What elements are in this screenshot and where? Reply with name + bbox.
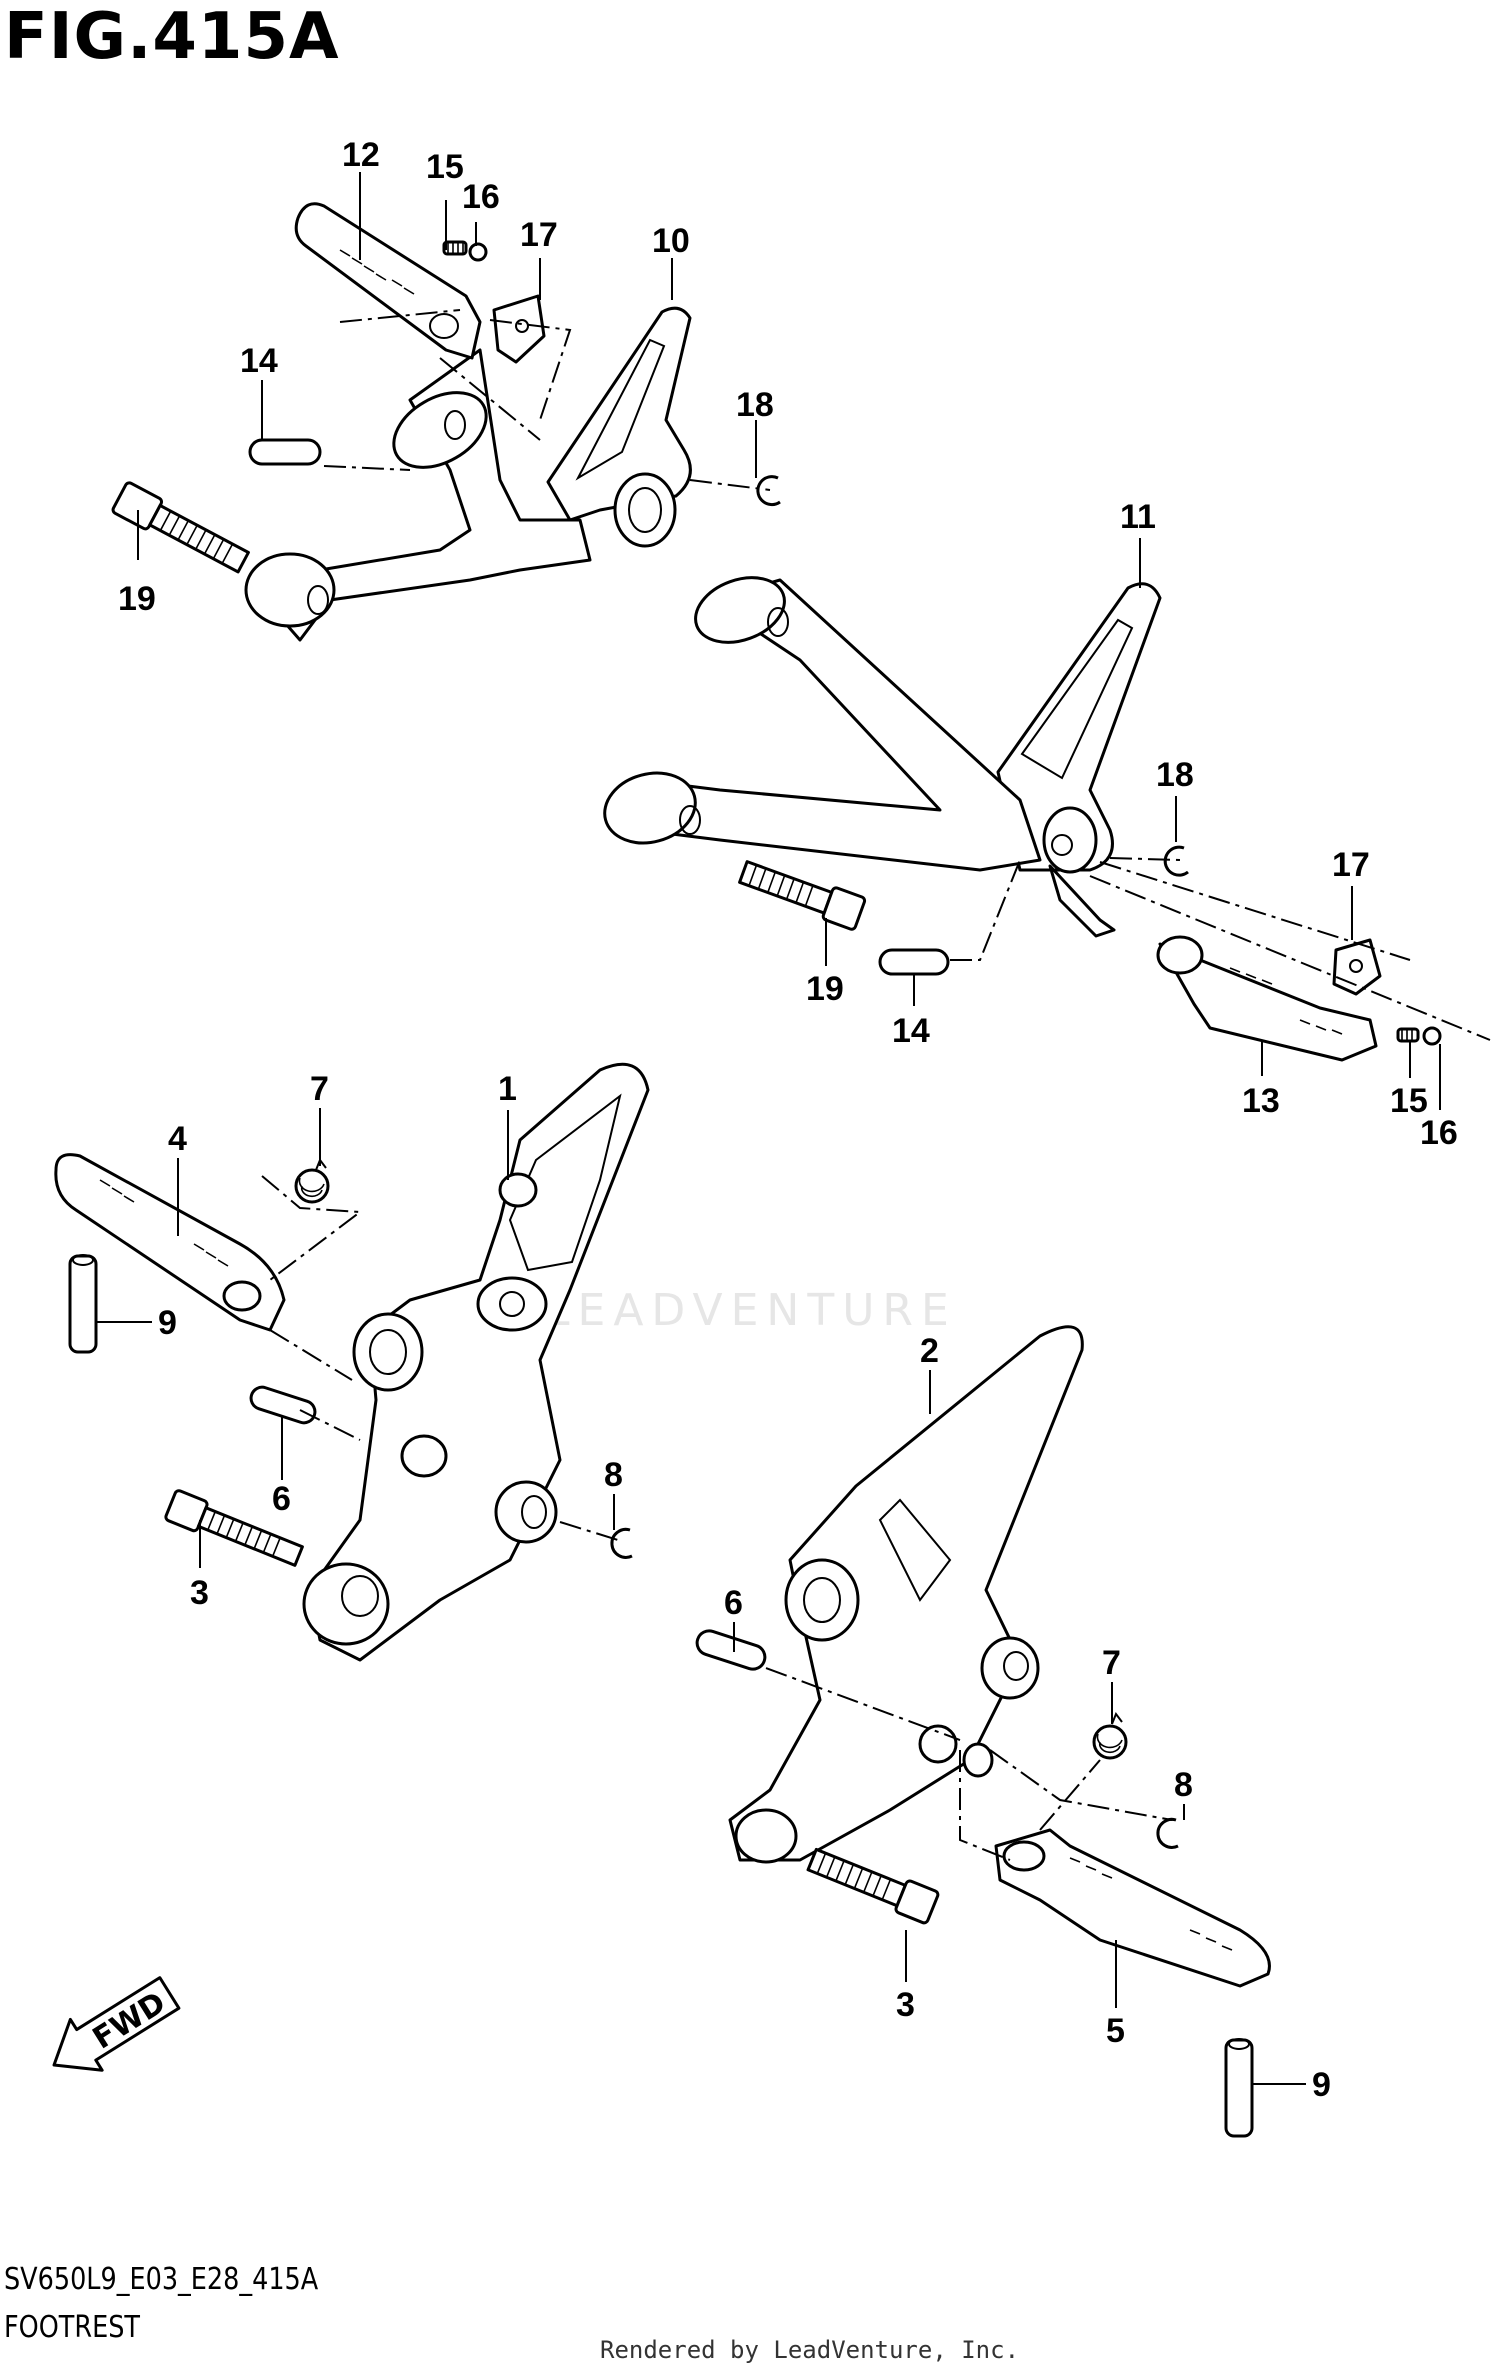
bolt-3b[interactable]	[806, 1844, 940, 1925]
ball-16b[interactable]	[1422, 1026, 1442, 1046]
ball-16a[interactable]	[468, 242, 488, 262]
callout-1: 1	[498, 1070, 517, 1108]
callout-16: 16	[462, 178, 500, 216]
callout-8: 8	[1174, 1766, 1193, 1804]
callout-6: 6	[724, 1584, 743, 1622]
callout-8: 8	[604, 1456, 623, 1494]
bolt-3a[interactable]	[164, 1489, 305, 1571]
callout-3: 3	[896, 1986, 915, 2024]
rear-footpeg-13[interactable]	[1158, 942, 1378, 1062]
callout-3: 3	[190, 1574, 209, 1612]
rear-footrest-arm	[263, 348, 592, 642]
callout-7: 7	[1102, 1644, 1121, 1682]
spring-15b[interactable]	[1396, 1027, 1420, 1043]
callout-14: 14	[892, 1012, 930, 1050]
front-right-bracket-assembly	[694, 1325, 1271, 2138]
callout-6: 6	[272, 1480, 291, 1518]
diagram-subtitle: FOOTREST	[4, 2310, 140, 2345]
model-code: SV650L9_E03_E28_415A	[4, 2262, 319, 2297]
callout-10: 10	[652, 222, 690, 260]
pin-6a[interactable]	[248, 1384, 318, 1425]
callout-11: 11	[1120, 498, 1156, 536]
callout-17: 17	[1332, 846, 1370, 884]
rear-left-bracket-assembly	[111, 202, 781, 642]
callout-13: 13	[1242, 1082, 1280, 1120]
callout-5: 5	[1106, 2012, 1125, 2050]
pin-14a[interactable]	[248, 438, 322, 466]
torsion-spring-7a[interactable]	[294, 1157, 330, 1204]
front-footpeg-5[interactable]	[994, 1828, 1271, 1988]
rear-footpeg-12[interactable]	[294, 202, 482, 360]
pin-9b[interactable]	[1224, 2038, 1254, 2138]
callout-9: 9	[1312, 2066, 1331, 2104]
bolt-19b[interactable]	[738, 856, 867, 931]
pin-6b[interactable]	[694, 1628, 768, 1672]
spring-15a[interactable]	[442, 240, 468, 256]
torsion-spring-7b[interactable]	[1092, 1711, 1128, 1760]
callout-labels: 12 15 16 17 10 14 18 19 11 18 17 19 14 1…	[118, 136, 1458, 2104]
callout-12: 12	[342, 136, 380, 174]
callout-7: 7	[310, 1070, 329, 1108]
callout-15: 15	[426, 148, 464, 186]
callout-4: 4	[168, 1120, 187, 1158]
callout-14: 14	[240, 342, 278, 380]
e-clip-18b[interactable]	[1163, 845, 1189, 877]
callout-19: 19	[118, 580, 156, 618]
callout-18: 18	[736, 386, 774, 424]
front-footrest-bracket-2[interactable]	[728, 1325, 1084, 1862]
e-clip-8a[interactable]	[610, 1527, 633, 1559]
render-credit: Rendered by LeadVenture, Inc.	[600, 2336, 1020, 2364]
callout-15: 15	[1390, 1082, 1428, 1120]
callout-9: 9	[158, 1304, 177, 1342]
watermark: LEADVENTURE	[545, 1285, 957, 1336]
pin-14b[interactable]	[878, 948, 950, 976]
callout-16: 16	[1420, 1114, 1458, 1152]
callout-leaders	[96, 172, 1441, 2085]
rear-plate-17a[interactable]	[492, 294, 546, 364]
forward-direction-arrow: FWD	[52, 1976, 181, 2072]
pin-9a[interactable]	[68, 1254, 98, 1354]
figure-title: FIG.415A	[4, 0, 340, 74]
callout-17: 17	[520, 216, 558, 254]
front-left-bracket-assembly	[54, 1062, 650, 1662]
e-clip-8b[interactable]	[1156, 1817, 1179, 1849]
rear-right-bracket-assembly	[603, 576, 1491, 1062]
callout-2: 2	[920, 1332, 939, 1370]
callout-18: 18	[1156, 756, 1194, 794]
callout-19: 19	[806, 970, 844, 1008]
bolt-19a[interactable]	[111, 481, 252, 577]
